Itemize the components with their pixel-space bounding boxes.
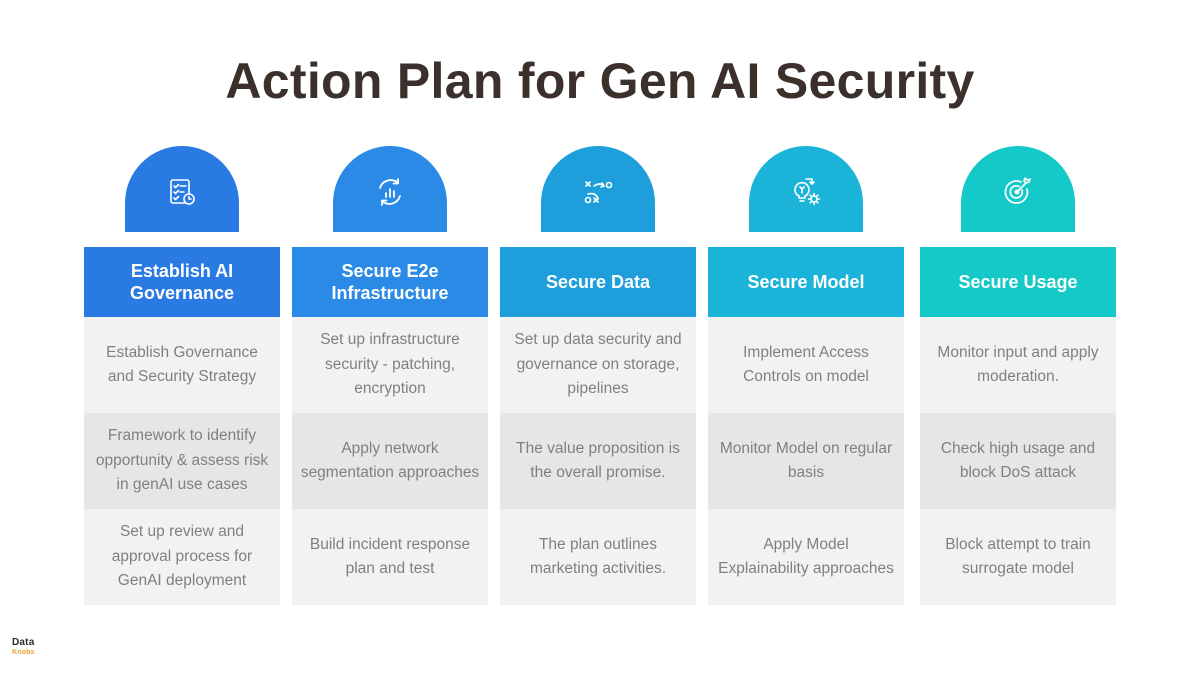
column-cell: Implement Access Controls on model	[708, 317, 904, 413]
column-secure-data: Secure Data Set up data security and gov…	[500, 0, 696, 676]
column-cell: Set up infrastructure security - patchin…	[292, 317, 488, 413]
column-cell: Monitor input and apply moderation.	[920, 317, 1116, 413]
logo-line-2: Knobs	[12, 649, 35, 656]
column-cell: Set up review and approval process for G…	[84, 509, 280, 605]
column-secure-usage: Secure Usage Monitor input and apply mod…	[920, 0, 1116, 676]
column-icon-badge	[333, 146, 447, 232]
column-establish-ai-governance: Establish AI Governance Establish Govern…	[84, 0, 280, 676]
column-cell: Establish Governance and Security Strate…	[84, 317, 280, 413]
column-cell: Check high usage and block DoS attack	[920, 413, 1116, 509]
column-cell: Set up data security and governance on s…	[500, 317, 696, 413]
cycle-chart-icon	[379, 178, 401, 206]
column-header: Secure Data	[500, 247, 696, 317]
target-icon	[1004, 177, 1031, 204]
column-cell: Block attempt to train surrogate model	[920, 509, 1116, 605]
column-header: Secure Usage	[920, 247, 1116, 317]
bulb-gear-icon	[794, 178, 821, 206]
column-cell: Monitor Model on regular basis	[708, 413, 904, 509]
column-cell: Framework to identify opportunity & asse…	[84, 413, 280, 509]
column-cell: Build incident response plan and test	[292, 509, 488, 605]
column-header: Secure Model	[708, 247, 904, 317]
column-secure-e2e-infrastructure: Secure E2e Infrastructure Set up infrast…	[292, 0, 488, 676]
column-header: Establish AI Governance	[84, 247, 280, 317]
strategy-icon	[584, 181, 613, 204]
column-cell: Apply Model Explainability approaches	[708, 509, 904, 605]
column-cell: Apply network segmentation approaches	[292, 413, 488, 509]
column-icon-badge	[125, 146, 239, 232]
column-icon-badge	[749, 146, 863, 232]
column-cell: The plan outlines marketing activities.	[500, 509, 696, 605]
column-icon-badge	[541, 146, 655, 232]
checklist-icon	[170, 179, 195, 205]
column-header: Secure E2e Infrastructure	[292, 247, 488, 317]
logo-line-1: Data	[12, 637, 35, 648]
column-cell: The value proposition is the overall pro…	[500, 413, 696, 509]
column-icon-badge	[961, 146, 1075, 232]
brand-logo: Data Knobs	[12, 638, 52, 658]
column-secure-model: Secure Model Implement Access Controls o…	[708, 0, 904, 676]
page-title: Action Plan for Gen AI Security	[225, 53, 975, 109]
